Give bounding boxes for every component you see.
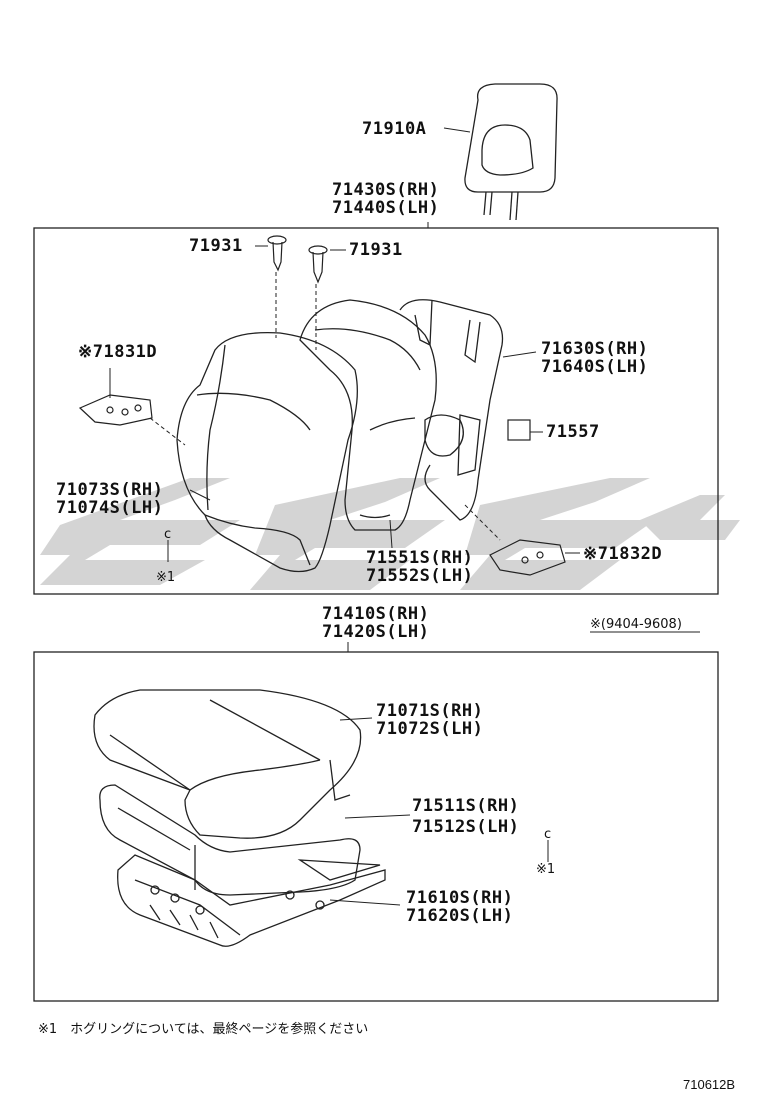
label-cover-mark: ※71831D [78,342,158,362]
pin-drawing [267,235,328,284]
label-back-frame-lh: 71640S(LH) [541,357,649,377]
label-pin-left: 71931 [189,236,243,256]
label-headrest: 71910A [362,119,427,139]
seatback-box [33,227,719,595]
cushion-box [33,651,719,1002]
label-back-cover-lh: 71074S(LH) [56,498,164,518]
diagram-code: 710612B [683,1077,736,1092]
label-cushion-assy-rh: 71410S(RH) [322,604,430,624]
bracket-71832d-drawing [489,539,566,576]
back-frame-drawing [399,299,504,521]
label-ring-c-lower: c [544,827,552,842]
seatback-pad-drawing [299,299,437,531]
label-cushion-cover-lh: 71072S(LH) [376,719,484,739]
footnote: ※1 ホグリングについては、最終ページを参照ください [38,1022,369,1037]
label-lock-cover-mark: ※71832D [583,544,663,564]
cushion-cover-drawing [93,689,362,839]
watermark-logo [40,478,740,590]
label-ring-mark-lower: ※1 [536,862,556,877]
label-cushion-assy-lh: 71420S(LH) [322,622,430,642]
cushion-pad-drawing [99,784,361,896]
label-pin-right: 71931 [349,240,403,260]
label-back-cover-rh: 71073S(RH) [56,480,164,500]
label-back-assy-lh: 71440S(LH) [332,198,440,218]
label-cushion-frame-rh: 71610S(RH) [406,888,514,908]
headrest-drawing [464,83,558,221]
label-back-pad-rh: 71551S(RH) [366,548,474,568]
bracket-71831d-drawing [78,394,153,426]
seatback-cover-drawing [176,331,358,573]
label-cushion-cover-rh: 71071S(RH) [376,701,484,721]
cushion-frame-drawing [117,854,386,947]
clip-drawing [507,419,531,441]
label-ring-c-upper: c [164,527,172,542]
label-back-assy-rh: 71430S(RH) [332,180,440,200]
label-date-range: ※(9404-9608) [590,617,682,632]
label-back-frame-rh: 71630S(RH) [541,339,649,359]
label-back-pad-lh: 71552S(LH) [366,566,474,586]
label-clip: 71557 [546,422,600,442]
label-cushion-frame-lh: 71620S(LH) [406,906,514,926]
label-cushion-pad-rh: 71511S(RH) [412,796,520,816]
label-ring-mark-upper: ※1 [156,570,176,585]
label-cushion-pad-lh: 71512S(LH) [412,817,520,837]
